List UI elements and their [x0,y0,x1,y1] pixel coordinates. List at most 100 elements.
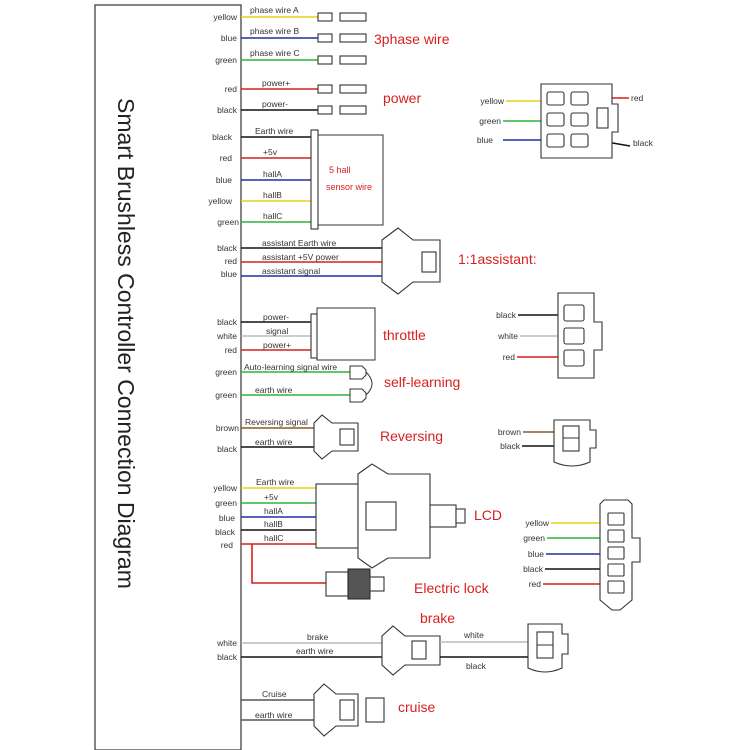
hall-color-label-yellow: yellow [208,196,232,206]
hall-pin-5 [546,133,565,148]
phase-terminal-b2 [339,33,367,43]
self-learning-signal-2: earth wire [255,385,293,395]
electric-lock-wire [251,544,346,584]
assistant-color-label-red: red [225,256,238,266]
hall-signal-b: hallB [263,190,282,200]
lcd-signal-5v: +5v [264,492,279,502]
hall-pin-6 [570,133,589,148]
diagram-title: Smart Brushless Controller Connection Di… [113,98,139,589]
brake-label: brake [420,610,455,626]
lcd-connector-tip [455,508,466,524]
phase-signal-b: phase wire B [250,26,299,36]
throttle-connector-housing [316,307,376,361]
throttle-signal-signal: signal [266,326,288,336]
lcd-pin-2 [607,529,625,543]
power-signal-minus: power- [262,99,288,109]
power-terminal-b2 [339,105,367,115]
phase-terminal-b1 [317,33,333,43]
lcd-connector-tab [429,504,457,528]
lcd-color-label-green: green [215,498,237,508]
hall-pin-label-green: green [479,116,501,126]
self-learning-label: self-learning [384,374,460,390]
reversing-connector [313,414,359,460]
hall-pin-label-red: red [631,93,644,103]
assistant-color-label-blue: blue [221,269,237,279]
hall-label-line1: 5 hall [329,165,351,175]
hall-pin-1 [546,91,565,106]
lcd-pin-label-black: black [523,564,544,574]
phase-terminal-a2 [339,12,367,22]
hall-pin-label-black: black [633,138,654,148]
power-terminal-r1 [317,84,333,94]
throttle-pin-label-black: black [496,310,517,320]
phase-terminal-a1 [317,12,333,22]
lcd-signal-earth: Earth wire [256,477,295,487]
lcd-pin-label-blue: blue [528,549,544,559]
reversing-connector-detail: brown black [498,419,597,467]
cruise-section: Cruise earth wire cruise [241,683,436,737]
power-terminal-b1 [317,105,333,115]
brake-switch-label-white: white [463,630,484,640]
assistant-section: black red blue assistant Earth wire assi… [217,227,537,295]
reversing-label: Reversing [380,428,443,444]
reversing-signal-2: earth wire [255,437,293,447]
brake-color-label-black: black [217,652,238,662]
lcd-pin-label-red: red [529,579,542,589]
hall-color-label-green: green [217,217,239,227]
throttle-color-label-red: red [225,345,238,355]
phase-color-label-blue: blue [221,33,237,43]
hall-section: black red blue yellow green Earth wire +… [208,126,384,230]
brake-section: white black brake earth wire brake white… [216,610,569,676]
lcd-color-label-red: red [221,540,234,550]
self-learning-section: green green Auto-learning signal wire ea… [215,362,460,403]
lcd-pin-1 [607,512,625,526]
assistant-connector [381,227,441,295]
assistant-signal-signal: assistant signal [262,266,320,276]
reversing-color-label-brown: brown [216,423,239,433]
cruise-signal-earth: earth wire [255,710,293,720]
brake-signal-brake: brake [307,632,329,642]
power-label: power [383,90,421,106]
hall-color-label-blue: blue [216,175,232,185]
lcd-color-label-blue: blue [219,513,235,523]
cruise-connector-tab [365,697,385,723]
self-learning-plug-2 [349,388,367,403]
power-signal-plus: power+ [262,78,290,88]
lcd-signal-c: hallC [264,533,283,543]
lcd-signal-b: hallB [264,519,283,529]
hall-color-label-red: red [220,153,233,163]
lcd-label: LCD [474,507,502,523]
hall-connector-plug [310,129,319,230]
phase-terminal-c1 [317,55,333,65]
lcd-pin-label-green: green [523,533,545,543]
electric-lock-connector [325,571,349,597]
throttle-color-label-white: white [216,331,237,341]
brake-connector-pin [411,640,427,660]
reversing-color-label-black: black [217,444,238,454]
hall-signal-5v: +5v [263,147,278,157]
self-learning-loop [365,371,373,396]
throttle-section: black white red power- signal power+ thr… [216,307,426,361]
power-section: red black power+ power- power [217,78,421,115]
hall-signal-a: hallA [263,169,282,179]
phase-color-label-green: green [215,55,237,65]
phase-section: yellow blue green phase wire A phase wir… [213,5,449,65]
throttle-pin-label-red: red [503,352,516,362]
throttle-pin-label-white: white [497,331,518,341]
lcd-connector-body [315,483,359,549]
reversing-section: brown black Reversing signal earth wire … [216,414,443,460]
lcd-connector-pin [365,501,397,531]
self-learning-plug-1 [349,365,367,380]
hall-pin-label-yellow: yellow [480,96,504,106]
assistant-signal-power: assistant +5V power [262,252,339,262]
lcd-section: yellow green blue black red Earth wire +… [213,463,502,569]
throttle-connector-detail: black white red [496,292,603,379]
hall-signal-earth: Earth wire [255,126,294,136]
phase-signal-c: phase wire C [250,48,300,58]
phase-terminal-c2 [339,55,367,65]
electric-lock-section: Electric lock [251,544,490,600]
lcd-signal-a: hallA [264,506,283,516]
power-color-label-black: black [217,105,238,115]
assistant-label: 1:1assistant: [458,251,537,267]
